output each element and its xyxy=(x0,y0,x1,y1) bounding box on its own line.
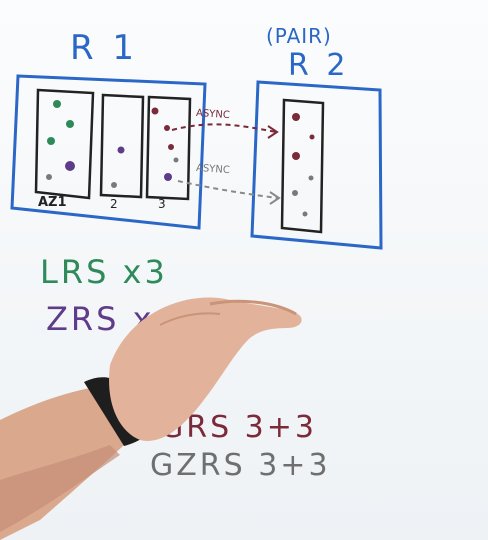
dot xyxy=(53,100,61,108)
arrowhead xyxy=(269,191,281,205)
region-r2-box xyxy=(250,80,383,250)
arrowhead xyxy=(267,125,279,139)
async-arrow-maroon xyxy=(171,123,277,133)
dot xyxy=(302,211,308,217)
pair-label: (PAIR) xyxy=(266,24,332,48)
dot xyxy=(164,125,170,131)
dot xyxy=(46,174,52,180)
region-r2-title: R 2 xyxy=(288,48,350,83)
zone-label-3: 3 xyxy=(158,197,166,211)
zone-label-az1: AZ1 xyxy=(38,195,67,210)
dot xyxy=(309,134,315,140)
dot xyxy=(65,161,75,171)
dot xyxy=(292,190,298,196)
async-label-2: ASYNC xyxy=(195,162,231,177)
dot xyxy=(47,137,55,145)
dot xyxy=(308,175,314,181)
region-r1-title: R 1 xyxy=(70,28,139,68)
presenter-hand xyxy=(0,297,302,540)
dot xyxy=(164,173,172,181)
async-label-1: ASYNC xyxy=(195,107,231,122)
gzrs-line: GZRS 3+3 xyxy=(150,448,331,483)
r2-zone-box xyxy=(280,98,325,234)
dot xyxy=(168,144,174,150)
zone-2-box xyxy=(99,93,145,199)
dot xyxy=(111,182,117,188)
zone-3-box xyxy=(145,95,192,201)
dot xyxy=(117,146,125,154)
zone-label-2: 2 xyxy=(110,197,118,211)
zone-1-box xyxy=(34,88,95,200)
dot xyxy=(292,152,300,160)
dot xyxy=(173,157,179,163)
region-r1-box xyxy=(10,74,207,230)
dot xyxy=(151,107,159,115)
lrs-line: LRS x3 xyxy=(40,253,168,291)
dot xyxy=(66,120,74,128)
async-arrow-gray xyxy=(177,180,279,199)
dot xyxy=(292,113,300,121)
